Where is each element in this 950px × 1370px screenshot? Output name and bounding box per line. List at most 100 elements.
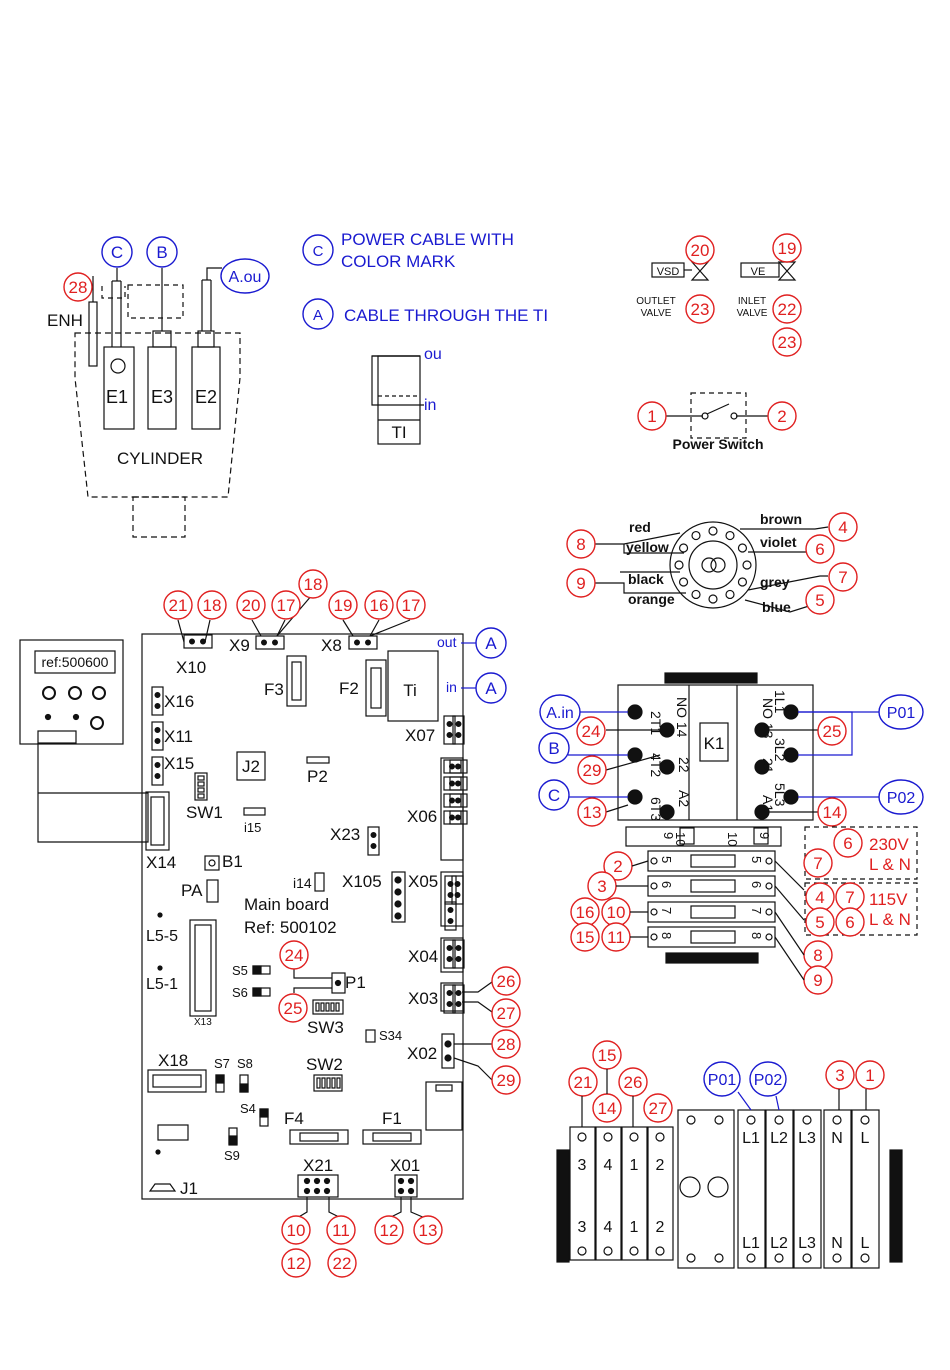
callout-red-n14-text: 14 (823, 803, 842, 822)
x01-pin (397, 1187, 405, 1195)
callout-27-board (491, 998, 521, 1028)
x04-connector-b (452, 939, 465, 969)
f4-fuse-inner (299, 1132, 339, 1142)
callout-red-n8-text: 8 (813, 946, 822, 965)
callout-a-out-text: A (485, 634, 497, 653)
w11 (328, 1197, 342, 1219)
display-screw (44, 713, 52, 721)
terminal-top-L1: L1 (742, 1130, 760, 1147)
x06-connector-b-pin (455, 797, 462, 804)
x16-connector (151, 686, 164, 716)
k1-terminal-a2 (659, 804, 675, 820)
x05-connector-c (444, 901, 457, 931)
x01-pin (397, 1177, 405, 1185)
sel-r6-left: 6 (659, 881, 674, 888)
in-label: in (446, 679, 457, 695)
callout-13-board (413, 1215, 443, 1245)
terminal-screw (802, 1253, 812, 1263)
selector-link-r6 (690, 879, 736, 893)
x21-connector (297, 1174, 339, 1198)
legend-c-badge-text: C (313, 243, 324, 260)
x15-label: X15 (164, 754, 194, 773)
terminal-top-L2: L2 (770, 1130, 788, 1147)
x01-pin (407, 1187, 415, 1195)
callout-b-k1-text: B (548, 739, 559, 758)
cylinder-bottom-dashed (132, 496, 186, 538)
callout-ain-text: A.in (546, 705, 574, 722)
x8-connector (348, 635, 378, 650)
x04-connector-b-pin (455, 955, 462, 962)
x105-pin (394, 912, 402, 920)
s8-knob (239, 1083, 249, 1093)
power-switch-label: Power Switch (672, 436, 763, 452)
callout-a-in (475, 672, 507, 704)
x04-connector (443, 939, 456, 969)
x06-connector-b-pin (455, 780, 462, 787)
x15-connector-pin (154, 761, 161, 768)
callout-18-board-b (298, 569, 328, 599)
legend-c-badge (302, 234, 334, 266)
transformer-inner (688, 540, 738, 590)
x105-pin (394, 888, 402, 896)
callout-red-n25-text: 25 (284, 999, 303, 1018)
x05-connector-b-pin (454, 880, 461, 887)
w10 (296, 1197, 308, 1219)
legend-a-badge-text: A (313, 307, 323, 324)
callout-red-n17-text: 17 (277, 596, 296, 615)
a2-label: A2 (676, 790, 692, 807)
callout-2-switch (767, 401, 797, 431)
ve-label: VE (751, 266, 766, 278)
jumper-l1-l2 (798, 711, 853, 756)
terminal-top-L3: L3 (798, 1130, 816, 1147)
terminal-top-n2: 2 (656, 1157, 665, 1174)
w12 (388, 1197, 402, 1219)
callout-red-n28-text: 28 (497, 1035, 516, 1054)
callout-22-valve (772, 294, 802, 324)
w5s (774, 885, 805, 921)
pa-component (206, 879, 219, 903)
t3-label: 6T3 (648, 797, 664, 821)
callout-19-valve (772, 233, 802, 263)
x05-connector-c-pin (447, 906, 454, 913)
callout-aou (220, 258, 270, 294)
selector-row-9-10 (625, 826, 782, 847)
callout-red-n13-text: 13 (419, 1221, 438, 1240)
terminal-bottom-L: L (861, 1235, 870, 1252)
s9-label: S9 (224, 1148, 240, 1163)
transformer-core-a (701, 557, 717, 573)
f1-label: F1 (382, 1109, 402, 1128)
callout-b-cylinder-text: B (156, 243, 167, 262)
power-switch-box (690, 392, 747, 439)
terminal-screw (629, 1132, 639, 1142)
x14-connector (145, 791, 170, 851)
transformer-winding (725, 589, 735, 600)
display-ribbon-cable (37, 743, 149, 843)
x02-label: X02 (407, 1044, 437, 1063)
w27 (462, 1001, 493, 1013)
callout-a-in-text: A (485, 679, 497, 698)
w13k (605, 804, 629, 813)
callout-aou-text: A.ou (229, 269, 262, 286)
callout-red-n6-text: 6 (845, 913, 854, 932)
x06-connector-b-pin (455, 763, 462, 770)
x13-connector (189, 919, 217, 1017)
x9-connector-pin (261, 639, 268, 646)
callout-21-tb (568, 1067, 598, 1097)
x16-label: X16 (164, 692, 194, 711)
sw1-key (197, 781, 205, 787)
p2-component (306, 756, 330, 764)
cyl-top-dash (101, 286, 126, 299)
p1-pin (334, 979, 342, 987)
transformer-winding (674, 560, 684, 570)
inlet-label-2: VALVE (737, 308, 768, 319)
callout-red-n20-text: 20 (691, 241, 710, 260)
sw2-key (336, 1077, 341, 1089)
callout-red-n10-text: 10 (287, 1221, 306, 1240)
callout-red-n23-text: 23 (691, 300, 710, 319)
l2-label: 3L2 (772, 738, 788, 762)
x02-connector (441, 1033, 455, 1069)
wire-blue-label: blue (762, 599, 791, 615)
x8-label: X8 (321, 636, 342, 655)
x05-label: X05 (408, 872, 438, 891)
x03-connector-b-pin (455, 1000, 462, 1007)
